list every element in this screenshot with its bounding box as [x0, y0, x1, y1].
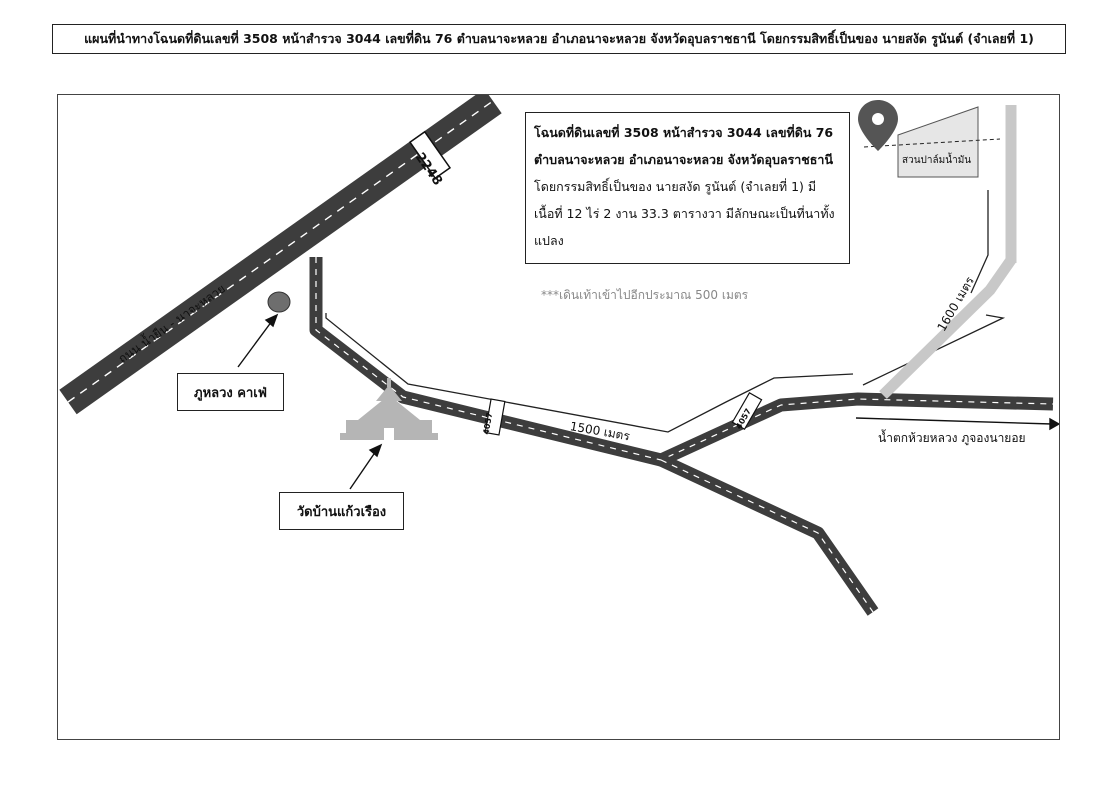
temple-icon: [340, 378, 438, 440]
location-pin-icon: [858, 100, 898, 151]
road-4057: [309, 257, 1054, 616]
arrow-icon: [237, 313, 1059, 490]
deed-info-box: โฉนดที่ดินเลขที่ 3508 หน้าสำรวจ 3044 เลข…: [525, 112, 850, 264]
map-title: แผนที่นำทางโฉนดที่ดินเลขที่ 3508 หน้าสำร…: [52, 24, 1066, 54]
cafe-label: ภูหลวง คาเฟ่: [194, 385, 267, 401]
waterfall-direction-label: น้ำตกห้วยหลวง ภูจองนายอย: [878, 431, 1026, 445]
map-title-text: แผนที่นำทางโฉนดที่ดินเลขที่ 3508 หน้าสำร…: [84, 31, 1034, 46]
deed-info-detail: โดยกรรมสิทธิ์เป็นของ นายสงัด รูนันต์ (จำ…: [534, 179, 835, 248]
map-canvas: [59, 95, 1059, 616]
road-sign-2248: [408, 130, 452, 180]
road-sign-4057-a: [484, 398, 506, 436]
dirt-track-lower: [879, 256, 1016, 399]
cafe-label-box: ภูหลวง คาเฟ่: [177, 373, 284, 411]
map-frame: 2248 4057 4057 ถนน น้ำยืน - นาจะหลวย 150…: [57, 94, 1060, 740]
deed-info-bold: โฉนดที่ดินเลขที่ 3508 หน้าสำรวจ 3044 เลข…: [534, 125, 834, 167]
cafe-marker-icon: [267, 291, 291, 313]
temple-label: วัดบ้านแก้วเรือง: [296, 504, 387, 520]
walk-note: ***เดินเท้าเข้าไปอีกประมาณ 500 เมตร: [541, 288, 749, 302]
road-sign-4057-b: [731, 391, 763, 431]
plantation-label: สวนปาล์มน้ำมัน: [902, 155, 972, 166]
rubber-plantation-plot: [863, 106, 1001, 178]
temple-label-box: วัดบ้านแก้วเรือง: [279, 492, 404, 530]
